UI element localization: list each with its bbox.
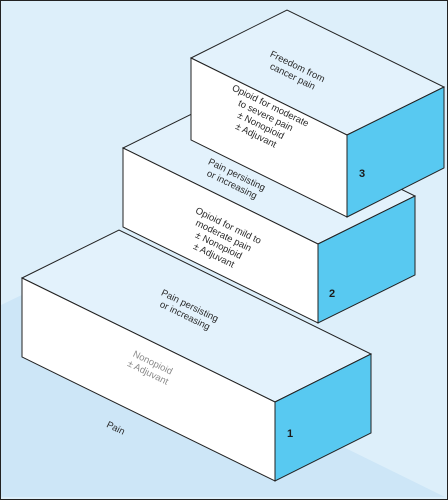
step-3-block xyxy=(189,9,446,218)
step-2-side-face xyxy=(317,195,416,324)
step-3-number: 3 xyxy=(359,168,366,180)
step-1-block xyxy=(20,229,373,482)
step-3-side-face xyxy=(346,86,445,218)
step-2-number: 2 xyxy=(329,288,336,300)
step-1-number: 1 xyxy=(287,428,294,440)
step-1-side-face xyxy=(274,353,372,482)
